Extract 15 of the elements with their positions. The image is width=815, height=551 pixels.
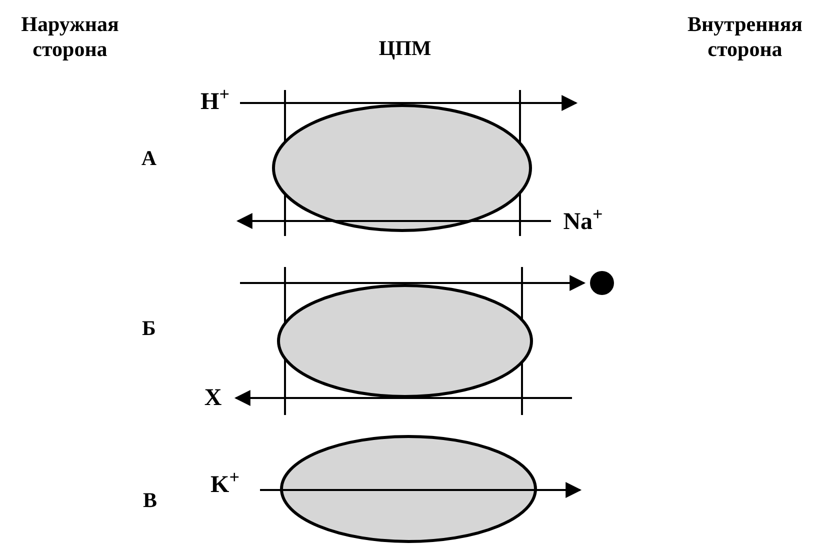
transport-arrow [236, 213, 551, 229]
ion-label: K$^{+}$ [192, 468, 258, 502]
row-letter: Б [141, 316, 157, 342]
column-heading: ЦПМ [378, 36, 432, 62]
row-letter: А [140, 146, 158, 172]
row-letter: В [142, 488, 158, 514]
ion-label: Na$^{+}$ [553, 206, 613, 238]
transport-arrow [234, 390, 572, 406]
transport-arrow [240, 275, 586, 291]
ion-label: H$^{+}$ [192, 86, 238, 118]
transport-arrow [240, 95, 578, 111]
ion-label: X [194, 382, 232, 414]
column-heading: Внутренняя сторона [686, 12, 804, 62]
column-heading: Наружная сторона [20, 12, 120, 62]
transport-arrow [260, 482, 582, 498]
